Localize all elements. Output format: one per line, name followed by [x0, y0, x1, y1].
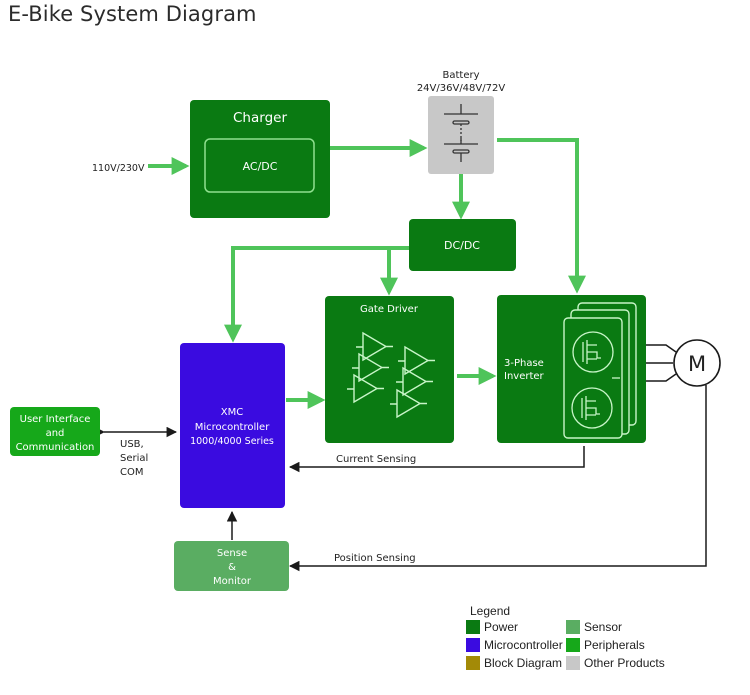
battery-title: Battery	[442, 70, 479, 81]
charger-block[interactable]: Charger AC/DC	[190, 100, 330, 218]
legend-swatch-block-diagram	[466, 656, 480, 670]
gate-driver-block[interactable]: Gate Driver	[325, 296, 454, 443]
acdc-inner-box	[204, 138, 315, 193]
ui-block[interactable]: User Interface and Communication	[10, 407, 100, 456]
legend-swatch-peripherals	[566, 638, 580, 652]
ui-line2: and	[46, 428, 65, 439]
arrow-battery-to-inverter	[497, 138, 586, 294]
legend-swatch-sensor	[566, 620, 580, 634]
current-sensing-label: Current Sensing	[336, 454, 416, 465]
legend-label: Power	[484, 620, 519, 634]
inverter-label-line1: 3-Phase	[504, 358, 544, 369]
mcu-line1: XMC	[221, 407, 243, 418]
sense-line2: &	[228, 562, 236, 573]
sense-line3: Monitor	[213, 576, 252, 587]
arrow-position-sensing	[288, 385, 707, 572]
legend-title: Legend	[470, 604, 511, 618]
legend-item-sensor: Sensor	[566, 620, 666, 634]
mcu-line2: Microcontroller	[195, 422, 271, 433]
arrow-current-sensing	[288, 446, 585, 473]
legend-label: Block Diagram	[484, 656, 563, 670]
charger-title: Charger	[233, 110, 287, 126]
legend-item-peripherals: Peripherals	[566, 638, 666, 652]
legend-item-block-diagram: Block Diagram	[466, 656, 566, 670]
sense-line1: Sense	[217, 548, 247, 559]
motor-block[interactable]: M	[646, 339, 721, 387]
ui-line1: User Interface	[20, 414, 91, 425]
position-sensing-label: Position Sensing	[334, 553, 416, 564]
legend-label: Peripherals	[584, 638, 645, 652]
inverter-block[interactable]: 3-Phase Inverter	[497, 295, 646, 443]
usb-label-line1: USB,	[120, 439, 144, 450]
legend-label: Microcontroller	[484, 638, 563, 652]
battery-voltages: 24V/36V/48V/72V	[417, 83, 506, 94]
dcdc-label: DC/DC	[444, 239, 480, 252]
gate-driver-title: Gate Driver	[360, 304, 419, 315]
legend-label: Sensor	[584, 620, 623, 634]
mcu-block[interactable]: XMC Microcontroller 1000/4000 Series	[180, 343, 285, 508]
usb-label-line3: COM	[120, 467, 143, 478]
dcdc-block[interactable]: DC/DC	[409, 219, 516, 271]
arrow-dcdc-to-mcu	[224, 246, 409, 343]
battery-block[interactable]: Battery 24V/36V/48V/72V	[417, 70, 506, 174]
legend-item-other-products: Other Products	[566, 656, 666, 670]
usb-label-line2: Serial	[120, 453, 148, 464]
motor-label: M	[688, 352, 706, 376]
legend: Legend Power Sensor Microcontroller Peri…	[466, 604, 666, 670]
legend-label: Other Products	[584, 656, 665, 670]
legend-swatch-power	[466, 620, 480, 634]
battery-icon	[444, 104, 478, 162]
phase-wires	[646, 344, 677, 382]
mosfet-icon-top	[572, 331, 614, 373]
legend-swatch-microcontroller	[466, 638, 480, 652]
motor-circle	[673, 339, 721, 387]
acdc-label: AC/DC	[243, 160, 278, 173]
input-voltage-label: 110V/230V	[92, 163, 145, 174]
ui-line3: Communication	[16, 442, 95, 453]
legend-item-microcontroller: Microcontroller	[466, 638, 566, 652]
amplifier-icons	[347, 331, 435, 419]
mosfet-icon-bottom	[571, 387, 613, 429]
mcu-line3: 1000/4000 Series	[190, 436, 274, 447]
inverter-label-line2: Inverter	[504, 371, 545, 382]
sense-monitor-block[interactable]: Sense & Monitor	[174, 541, 289, 591]
legend-item-power: Power	[466, 620, 566, 634]
page-title: E-Bike System Diagram	[8, 2, 257, 26]
legend-swatch-other-products	[566, 656, 580, 670]
